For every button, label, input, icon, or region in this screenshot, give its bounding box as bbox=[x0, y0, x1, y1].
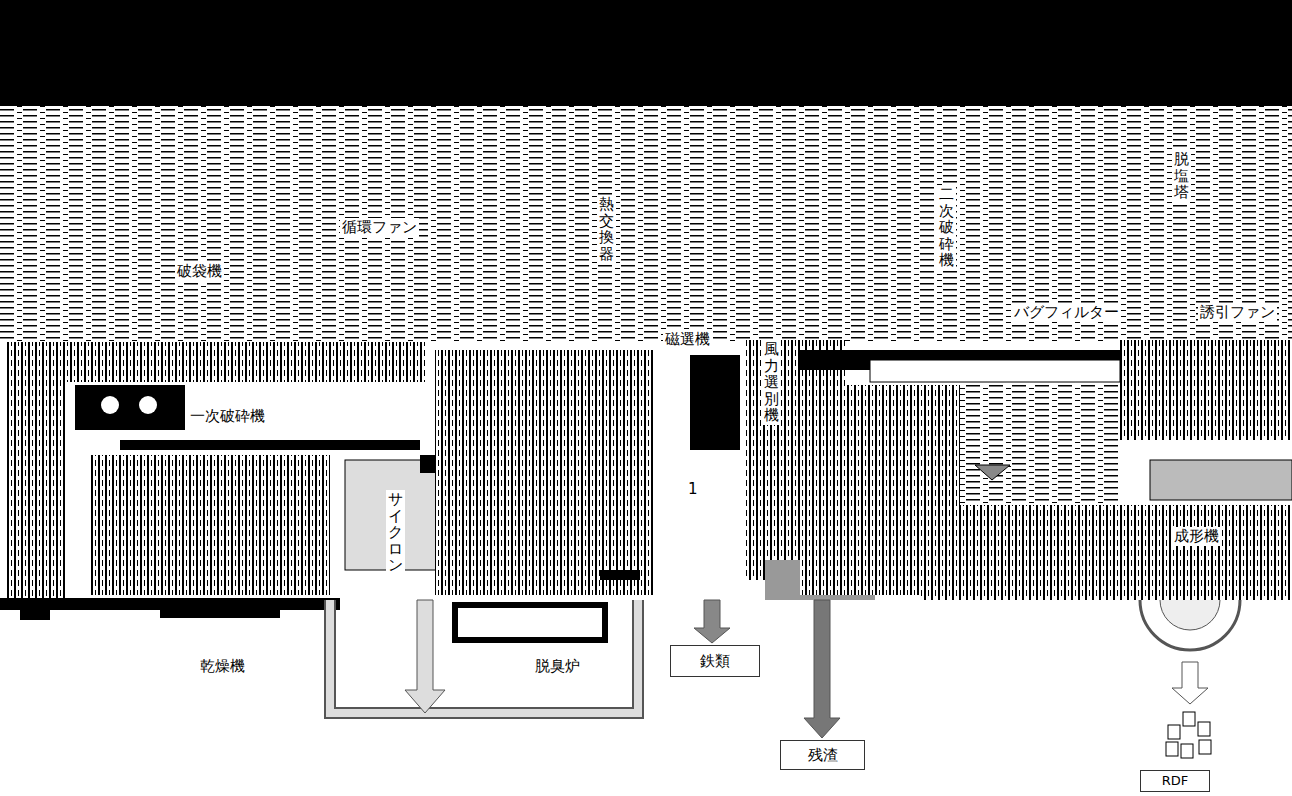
equipment-label: 乾燥機 bbox=[198, 657, 247, 676]
box-label: RDF bbox=[1162, 774, 1189, 788]
equipment-label: 磁選機 bbox=[663, 330, 712, 349]
press-wheel bbox=[1160, 600, 1220, 630]
equipment-label: 循環ファン bbox=[340, 218, 419, 237]
output-box: 鉄類 bbox=[670, 645, 760, 677]
flow-arrow bbox=[1172, 662, 1208, 704]
flow-arrow bbox=[804, 600, 840, 738]
equipment-label: 脱臭炉 bbox=[533, 657, 582, 676]
equipment-label: 脱塩塔 bbox=[1172, 150, 1191, 202]
equipment-label: サイクロン bbox=[386, 490, 405, 575]
upper-equipment bbox=[0, 106, 1292, 342]
equipment-label: 風力選別機 bbox=[762, 340, 781, 425]
press-wheel bbox=[1140, 600, 1240, 650]
equipment-label: 成形機 bbox=[1172, 527, 1221, 546]
flow-arrow bbox=[694, 600, 730, 643]
return-duct bbox=[325, 600, 643, 718]
flow-arrow bbox=[405, 600, 445, 713]
output-box: 残渣 bbox=[780, 740, 865, 770]
box-label: 残渣 bbox=[808, 747, 838, 764]
equipment-label: 誘引ファン bbox=[1198, 303, 1277, 322]
equipment-label: 一次破砕機 bbox=[188, 407, 267, 426]
callout-number: 1 bbox=[686, 480, 700, 499]
rdf-pellets bbox=[1166, 712, 1211, 758]
box-label: 鉄類 bbox=[700, 653, 730, 670]
top-band bbox=[0, 0, 1292, 106]
equipment-label: バグフィルター bbox=[1012, 303, 1121, 322]
output-box: RDF bbox=[1140, 770, 1210, 792]
equipment-label: 二次破砕機 bbox=[937, 185, 956, 270]
machinery bbox=[0, 340, 1292, 640]
equipment-label: 熱交換器 bbox=[597, 195, 616, 263]
equipment-label: 破袋機 bbox=[175, 262, 224, 281]
